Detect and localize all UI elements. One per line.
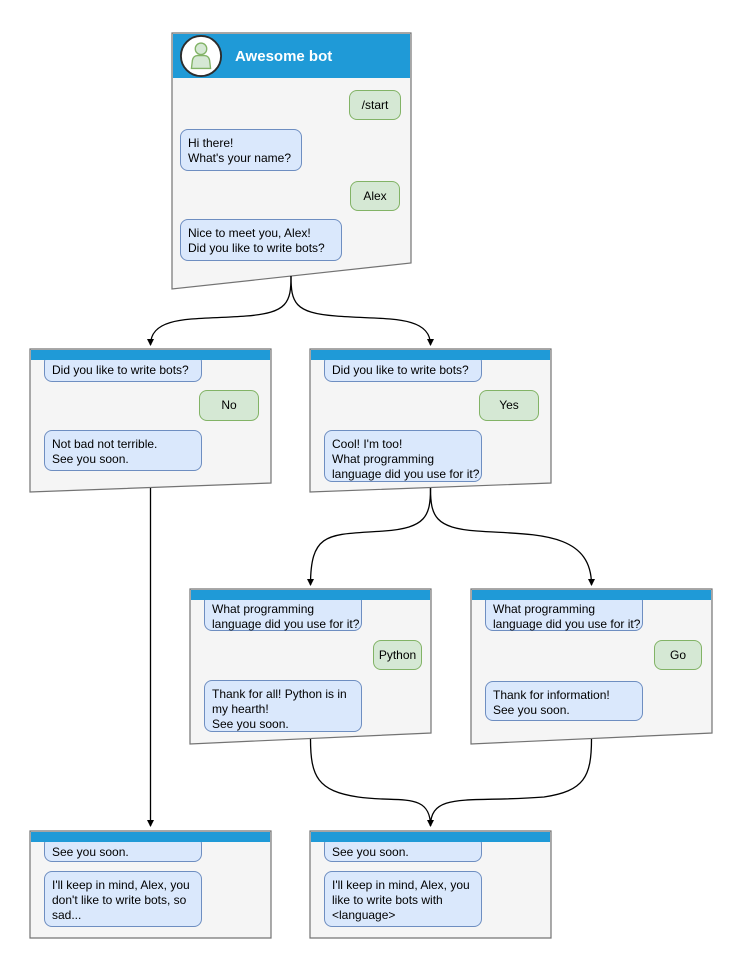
- user-message-bubble: No: [199, 390, 259, 421]
- flow-arrow-yes-to-python: [307, 487, 432, 586]
- window-header-python: [191, 590, 430, 600]
- bot-message-bubble: Hi there! What's your name?: [180, 129, 302, 171]
- flow-arrow-main-to-yes: [290, 275, 434, 346]
- window-header-go: [472, 590, 711, 600]
- flow-arrow-yes-to-go: [429, 487, 595, 586]
- bot-message-bubble: Thank for information! See you soon.: [485, 681, 643, 721]
- bot-message-bubble: I'll keep in mind, Alex, you don't like …: [44, 871, 202, 927]
- bot-message-bubble: I'll keep in mind, Alex, you like to wri…: [324, 871, 482, 927]
- bot-message-bubble: Nice to meet you, Alex! Did you like to …: [180, 219, 342, 261]
- user-message-bubble: Python: [373, 640, 422, 670]
- window-header-end-no: [31, 832, 270, 842]
- window-header-yes: [311, 350, 550, 360]
- window-header-no: [31, 350, 270, 360]
- flow-arrow-go-to-end: [429, 738, 593, 827]
- bot-message-bubble: Not bad not terrible. See you soon.: [44, 430, 202, 471]
- main-window-title: Awesome bot: [235, 47, 333, 65]
- bot-message-bubble: Thank for all! Python is in my hearth! S…: [204, 680, 362, 732]
- bot-avatar-person-icon: [179, 34, 223, 78]
- user-message-bubble: /start: [349, 90, 401, 120]
- flow-arrow-main-to-no: [147, 275, 292, 346]
- user-message-bubble: Go: [654, 640, 702, 670]
- bot-message-bubble: Cool! I'm too! What programming language…: [324, 430, 482, 482]
- user-message-bubble: Alex: [350, 181, 400, 211]
- user-message-bubble: Yes: [479, 390, 539, 421]
- flow-arrow-python-to-end: [309, 738, 434, 827]
- main-window-header: Awesome bot: [173, 34, 410, 78]
- window-header-end-yes: [311, 832, 550, 842]
